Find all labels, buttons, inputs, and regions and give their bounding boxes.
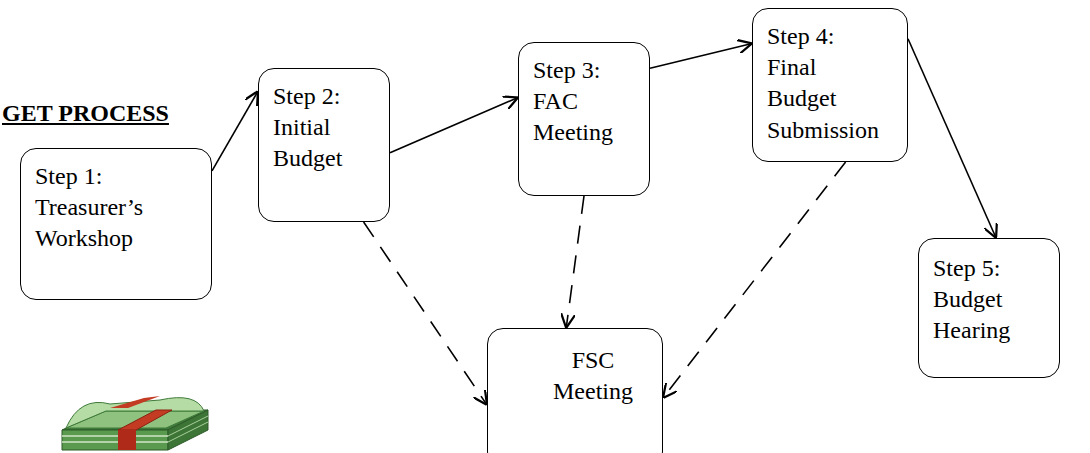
flow-arrow <box>908 39 996 238</box>
box-label: Step 3: FAC Meeting <box>533 55 633 149</box>
dashed-arrow <box>663 162 846 398</box>
flow-arrow <box>212 91 258 171</box>
process-box: Step 5: Budget Hearing <box>918 238 1060 378</box>
dashed-arrow <box>364 222 487 405</box>
diagram-title: GET PROCESS <box>2 100 169 127</box>
process-box: Step 4: Final Budget Submission <box>752 8 908 162</box>
process-box: Step 1: Treasurer’s Workshop <box>20 148 212 300</box>
box-label: FSC Meeting <box>543 345 643 407</box>
box-label: Step 2: Initial Budget <box>273 81 373 175</box>
box-label: Step 5: Budget Hearing <box>933 253 1043 347</box>
box-label: Step 4: Final Budget Submission <box>767 21 885 146</box>
process-box: Step 3: FAC Meeting <box>518 42 650 196</box>
box-label: Step 1: Treasurer’s Workshop <box>35 161 195 255</box>
process-box: FSC Meeting <box>487 328 663 453</box>
flow-arrow <box>650 43 752 68</box>
flow-arrow <box>390 97 518 152</box>
money-stack <box>62 396 208 450</box>
dashed-arrow <box>566 196 584 328</box>
process-box: Step 2: Initial Budget <box>258 68 390 222</box>
